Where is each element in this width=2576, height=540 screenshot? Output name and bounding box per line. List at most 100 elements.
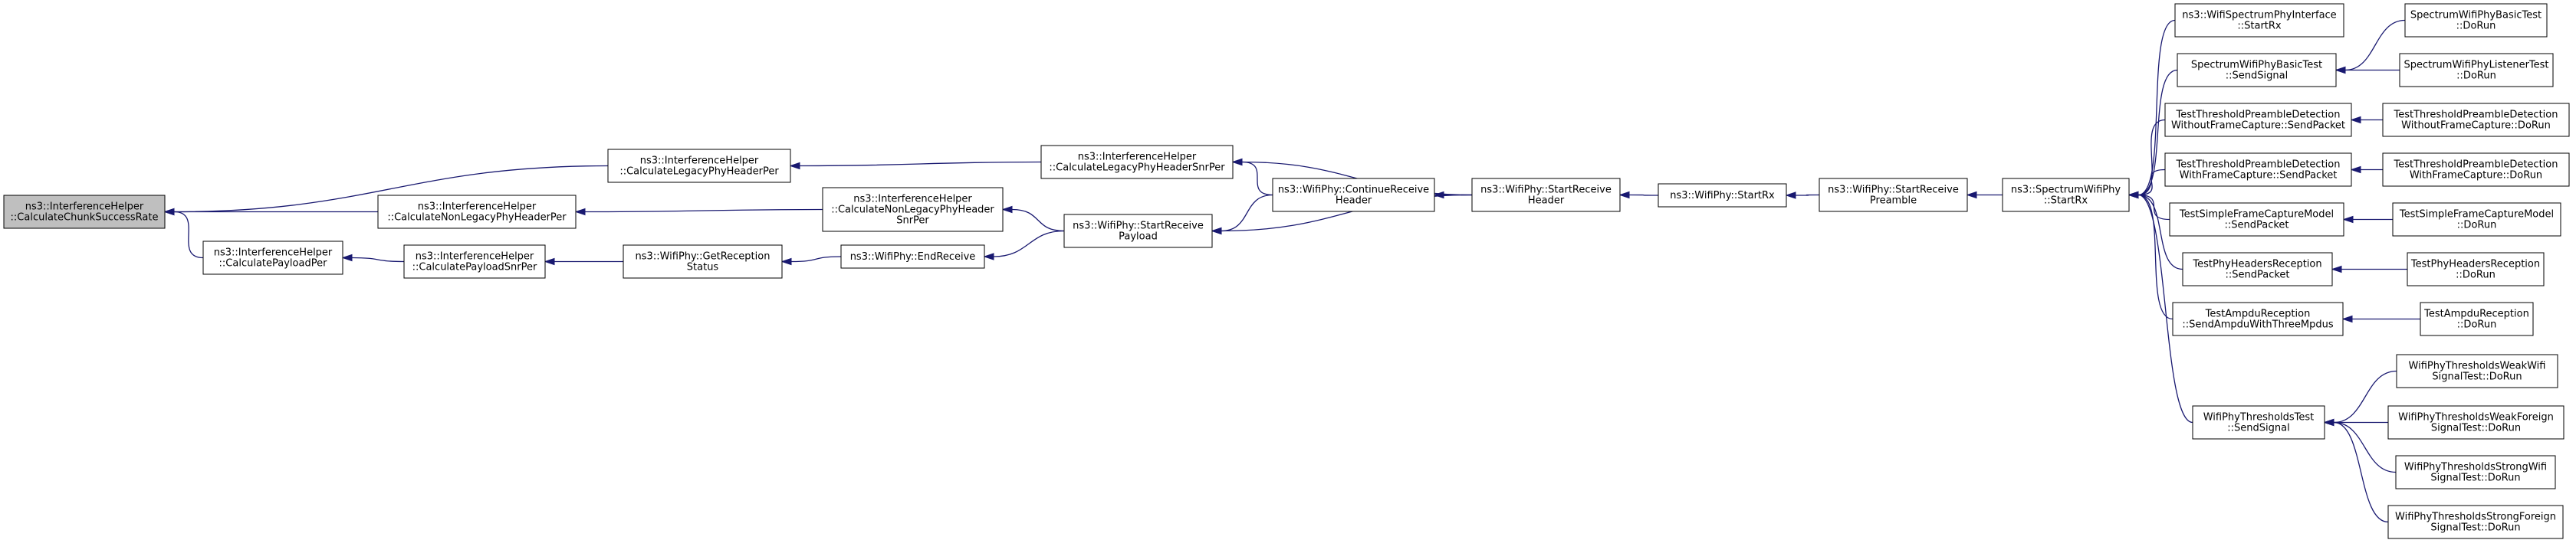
graph-node-wifiphythresholdsweakwifi-signaltest-dorun[interactable]: WifiPhyThresholdsWeakWifiSignalTest::DoR… <box>2396 354 2558 388</box>
edge-line <box>173 165 609 213</box>
graph-node-testphyheadersreception-sendpacket[interactable]: TestPhyHeadersReception::SendPacket <box>2182 252 2333 286</box>
edge-n12-to-n11 <box>1618 191 1659 199</box>
graph-node-ns3-interferencehelper-calculatechunksuccessrate[interactable]: ns3::InterferenceHelper::CalculateChunkS… <box>3 195 166 229</box>
node-box <box>2387 505 2564 539</box>
edge-line <box>1011 208 1065 232</box>
graph-node-ns3-interferencehelper-calculatepayloadper[interactable]: ns3::InterferenceHelper::CalculatePayloa… <box>202 241 343 275</box>
node-label-line: SignalTest::DoRun <box>2430 473 2520 484</box>
graph-node-testthresholdpreambledetection-withoutframecapture-sendpacket[interactable]: TestThresholdPreambleDetectionWithoutFra… <box>2164 103 2352 137</box>
node-label-line: TestThresholdPreambleDetection <box>2394 159 2558 171</box>
node-label-line: SpectrumWifiPhyBasicTest <box>2191 60 2322 71</box>
node-box <box>1471 178 1621 212</box>
edge-n3-to-n0 <box>163 208 204 259</box>
node-label-line: ::CalculatePayloadSnrPer <box>412 262 537 273</box>
node-label-line: Status <box>687 262 719 273</box>
node-box <box>2395 455 2556 489</box>
node-label-line: SignalTest::DoRun <box>2430 522 2520 534</box>
edge-line <box>799 161 1042 167</box>
edge-line <box>1221 194 1273 232</box>
node-box <box>1272 178 1435 212</box>
edge-n22-to-n14 <box>2128 191 2193 424</box>
node-label-line: ns3::InterferenceHelper <box>853 194 972 205</box>
node-label-line: ns3::InterferenceHelper <box>1078 152 1197 163</box>
node-box <box>2420 302 2534 336</box>
node-label-line: ns3::WifiPhy::StartReceive <box>1480 185 1612 196</box>
node-label-line: TestAmpduReception <box>2205 309 2311 320</box>
edge-line <box>2137 69 2178 196</box>
node-box <box>623 244 783 279</box>
arrowhead <box>1231 158 1243 166</box>
graph-node-wifiphythresholdsstrongforeign-signaltest-dorun[interactable]: WifiPhyThresholdsStrongForeignSignalTest… <box>2387 505 2564 539</box>
edge-line <box>993 230 1065 257</box>
nodes-layer: ns3::InterferenceHelper::CalculateChunkS… <box>3 3 2570 539</box>
node-label-line: WithFrameCapture::SendPacket <box>2180 170 2338 182</box>
edge-n29-to-n21 <box>2341 315 2421 323</box>
edge-line <box>2137 19 2176 196</box>
arrowhead <box>2350 165 2361 174</box>
graph-node-ns3-wifiphy-startrx[interactable]: ns3::WifiPhy::StartRx <box>1658 183 1787 208</box>
node-label-line: ::SendPacket <box>2225 270 2289 281</box>
graph-node-testthresholdpreambledetection-withoutframecapture-dorun[interactable]: TestThresholdPreambleDetectionWithoutFra… <box>2382 103 2570 137</box>
graph-node-ns3-spectrumwifiphy-startrx[interactable]: ns3::SpectrumWifiPhy::StartRx <box>2002 178 2130 212</box>
graph-node-testampdureception-dorun[interactable]: TestAmpduReception::DoRun <box>2420 302 2534 336</box>
node-label-line: ::CalculateNonLegacyPhyHeaderPer <box>387 212 567 224</box>
graph-node-ns3-interferencehelper-calculatenonlegacyphyheader-snrper[interactable]: ns3::InterferenceHelper::CalculateNonLeg… <box>822 187 1004 232</box>
graph-node-wifiphythresholdsstrongwifi-signaltest-dorun[interactable]: WifiPhyThresholdsStrongWifiSignalTest::D… <box>2395 455 2556 489</box>
edge-line <box>2137 194 2183 270</box>
node-label-line: ns3::SpectrumWifiPhy <box>2011 185 2121 196</box>
edge-n33-to-n22 <box>2323 418 2389 523</box>
graph-node-testsimpleframecapturemodel-sendpacket[interactable]: TestSimpleFrameCaptureModel::SendPacket <box>2169 202 2344 237</box>
node-label-line: ::StartRx <box>2237 21 2282 32</box>
graph-node-ns3-interferencehelper-calculatenonlegacyphyheaderper[interactable]: ns3::InterferenceHelper::CalculateNonLeg… <box>377 195 577 229</box>
graph-node-ns3-interferencehelper-calculatelegacyphyheaderper[interactable]: ns3::InterferenceHelper::CalculateLegacy… <box>607 149 791 183</box>
arrowhead <box>1211 227 1222 235</box>
node-label-line: TestThresholdPreambleDetection <box>2176 110 2341 121</box>
edge-line <box>2137 194 2193 424</box>
node-label-line: ::CalculateLegacyPhyHeaderPer <box>619 166 779 178</box>
node-box <box>2169 202 2344 237</box>
node-box <box>2177 53 2337 87</box>
graph-node-wifiphythresholdstest-sendsignal[interactable]: WifiPhyThresholdsTest::SendSignal <box>2192 405 2325 440</box>
graph-node-ns3-interferencehelper-calculatepayloadsnrper[interactable]: ns3::InterferenceHelper::CalculatePayloa… <box>403 244 546 279</box>
graph-node-testthresholdpreambledetection-withframecapture-sendpacket[interactable]: TestThresholdPreambleDetectionWithFrameC… <box>2164 152 2352 187</box>
edge-n17-to-n14 <box>2128 119 2166 199</box>
graph-node-spectrumwifiphybasictest-sendsignal[interactable]: SpectrumWifiPhyBasicTest::SendSignal <box>2177 53 2337 87</box>
edge-n30-to-n22 <box>2323 370 2397 427</box>
node-label-line: WifiPhyThresholdsWeakWifi <box>2409 361 2546 372</box>
edge-n13-to-n12 <box>1785 191 1820 199</box>
edge-line <box>2137 169 2166 196</box>
node-box <box>1063 214 1213 248</box>
graph-node-ns3-wifispectrumphyinterface-startrx[interactable]: ns3::WifiSpectrumPhyInterface::StartRx <box>2174 3 2344 38</box>
node-label-line: ::DoRun <box>2456 21 2496 32</box>
edge-line <box>2333 421 2397 473</box>
graph-node-testthresholdpreambledetection-withframecapture-dorun[interactable]: TestThresholdPreambleDetectionWithFrameC… <box>2382 152 2570 187</box>
node-box <box>2002 178 2130 212</box>
node-label-line: ns3::WifiPhy::GetReception <box>636 251 770 263</box>
graph-node-ns3-interferencehelper-calculatelegacyphyheadersnrper[interactable]: ns3::InterferenceHelper::CalculateLegacy… <box>1040 145 1234 179</box>
graph-node-testphyheadersreception-dorun[interactable]: TestPhyHeadersReception::DoRun <box>2407 252 2545 286</box>
graph-node-spectrumwifiphybasictest-dorun[interactable]: SpectrumWifiPhyBasicTest::DoRun <box>2404 3 2548 38</box>
node-label-line: Header <box>1528 195 1565 207</box>
edge-n25-to-n17 <box>2350 116 2383 124</box>
node-label-line: ns3::WifiPhy::ContinueReceive <box>1278 185 1429 196</box>
arrowhead <box>2334 66 2346 74</box>
node-label-line: Payload <box>1119 231 1158 243</box>
arrowhead <box>2350 116 2361 124</box>
node-label-line: ::DoRun <box>2457 319 2497 331</box>
graph-node-wifiphythresholdsweakforeign-signaltest-dorun[interactable]: WifiPhyThresholdsWeakForeignSignalTest::… <box>2387 405 2564 440</box>
graph-node-testsimpleframecapturemodel-dorun[interactable]: TestSimpleFrameCaptureModel::DoRun <box>2392 202 2561 237</box>
graph-node-testampdureception-sendampduwiththreempdus[interactable]: TestAmpduReception::SendAmpduWithThreeMp… <box>2172 302 2344 336</box>
graph-node-spectrumwifiphylistenertest-dorun[interactable]: SpectrumWifiPhyListenerTest::DoRun <box>2399 53 2554 87</box>
node-label-line: ns3::InterferenceHelper <box>214 247 333 259</box>
node-box <box>2182 252 2333 286</box>
node-label-line: WithoutFrameCapture::SendPacket <box>2171 120 2345 132</box>
graph-node-ns3-wifiphy-endreceive[interactable]: ns3::WifiPhy::EndReceive <box>840 244 985 269</box>
edge-line <box>790 256 842 263</box>
edge-n5-to-n4 <box>544 257 624 266</box>
node-label-line: ::CalculateChunkSuccessRate <box>11 212 159 224</box>
